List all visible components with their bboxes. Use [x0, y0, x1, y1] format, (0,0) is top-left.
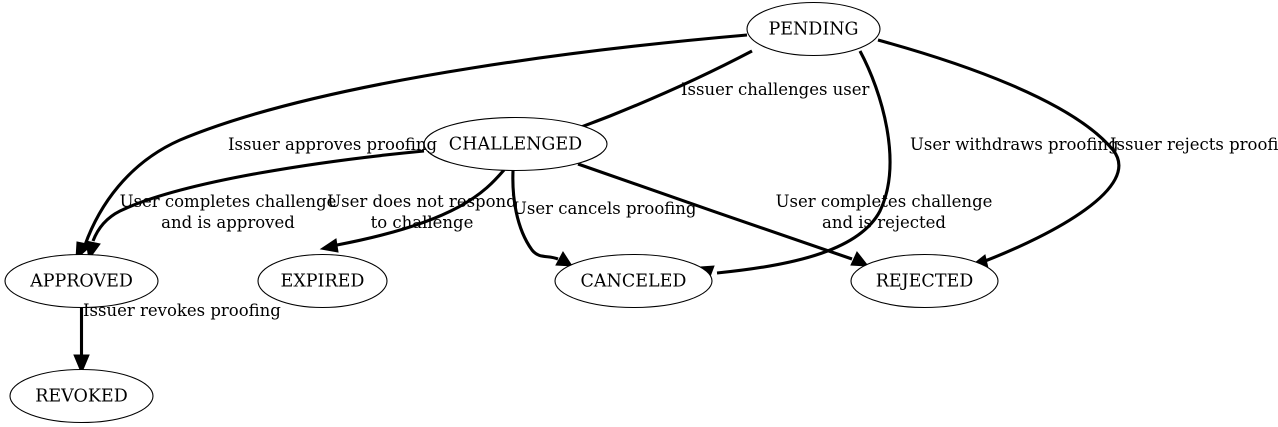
node-label: APPROVED	[29, 272, 133, 292]
edge-label-line: User withdraws proofing	[910, 135, 1119, 154]
node-ellipse	[4, 253, 159, 309]
state-node-challenged[interactable]: CHALLENGED	[423, 116, 608, 172]
edge-challenged-to-rejected	[577, 162, 870, 267]
edge-challenged-to-expired	[319, 168, 506, 253]
edge-label-approved-to-revoked: Issuer revokes proofing	[83, 301, 281, 320]
node-ellipse	[850, 253, 999, 309]
state-node-rejected[interactable]: REJECTED	[850, 253, 999, 309]
edge-label-line: to challenge	[371, 213, 474, 232]
node-label: REVOKED	[35, 387, 128, 407]
edge-pending-to-rejected	[877, 38, 1121, 269]
edge-label-pending-to-canceled: User withdraws proofing	[910, 135, 1119, 154]
edge-label-line: Issuer rejects proofing	[1110, 135, 1278, 154]
edge-label-line: Issuer revokes proofing	[83, 301, 281, 320]
arrowhead-icon	[73, 354, 90, 375]
edge-label-line: and is rejected	[822, 213, 946, 232]
edge-label-pending-to-challenged: Issuer challenges user	[681, 80, 870, 99]
node-label: CANCELED	[581, 272, 687, 292]
node-ellipse	[9, 368, 154, 424]
edge-label-challenged-to-canceled: User cancels proofing	[513, 199, 697, 218]
edge-approved-to-revoked	[73, 308, 90, 375]
state-node-pending[interactable]: PENDING	[746, 1, 881, 57]
node-ellipse	[746, 1, 881, 57]
node-ellipse	[257, 253, 388, 309]
edge-line	[91, 149, 425, 242]
edge-label-line: Issuer challenges user	[681, 80, 870, 99]
edge-line	[577, 162, 853, 261]
state-node-approved[interactable]: APPROVED	[4, 253, 159, 309]
edge-label-line: User does not respond	[327, 192, 517, 211]
node-ellipse	[423, 116, 608, 172]
node-ellipse	[554, 253, 713, 309]
edge-label-line: and is approved	[161, 213, 295, 232]
node-label: REJECTED	[876, 272, 974, 292]
edge-label-pending-to-rejected: Issuer rejects proofing	[1110, 135, 1278, 154]
edge-line	[716, 50, 892, 275]
edge-label-challenged-to-expired: User does not respond to challenge	[327, 192, 517, 232]
edge-line	[511, 170, 559, 261]
edge-label-line: Issuer approves proofing	[228, 135, 438, 154]
edge-label-pending-to-approved: Issuer approves proofing	[228, 135, 438, 154]
edge-line	[877, 38, 1121, 263]
edge-label-line: User cancels proofing	[513, 199, 697, 218]
state-node-canceled[interactable]: CANCELED	[554, 253, 713, 309]
state-node-expired[interactable]: EXPIRED	[257, 253, 388, 309]
edge-label-challenged-to-approved: User completes challenge and is approved	[120, 192, 337, 232]
node-label: CHALLENGED	[449, 135, 582, 155]
edge-line	[83, 33, 748, 246]
arrowhead-icon	[555, 251, 573, 267]
edge-label-line: User completes challenge	[776, 192, 993, 211]
edge-line	[336, 168, 506, 247]
edge-label-line: User completes challenge	[120, 192, 337, 211]
node-label: EXPIRED	[281, 272, 365, 292]
nodes-layer: PENDING CHALLENGED APPROVED EXPIRED CANCELED…	[4, 1, 999, 424]
edge-challenged-to-canceled	[511, 170, 573, 267]
edge-label-challenged-to-rejected: User completes challenge and is rejected	[776, 192, 993, 232]
arrowhead-icon	[850, 251, 870, 267]
arrowhead-icon	[319, 238, 339, 253]
state-node-revoked[interactable]: REVOKED	[9, 368, 154, 424]
node-label: PENDING	[768, 20, 858, 40]
